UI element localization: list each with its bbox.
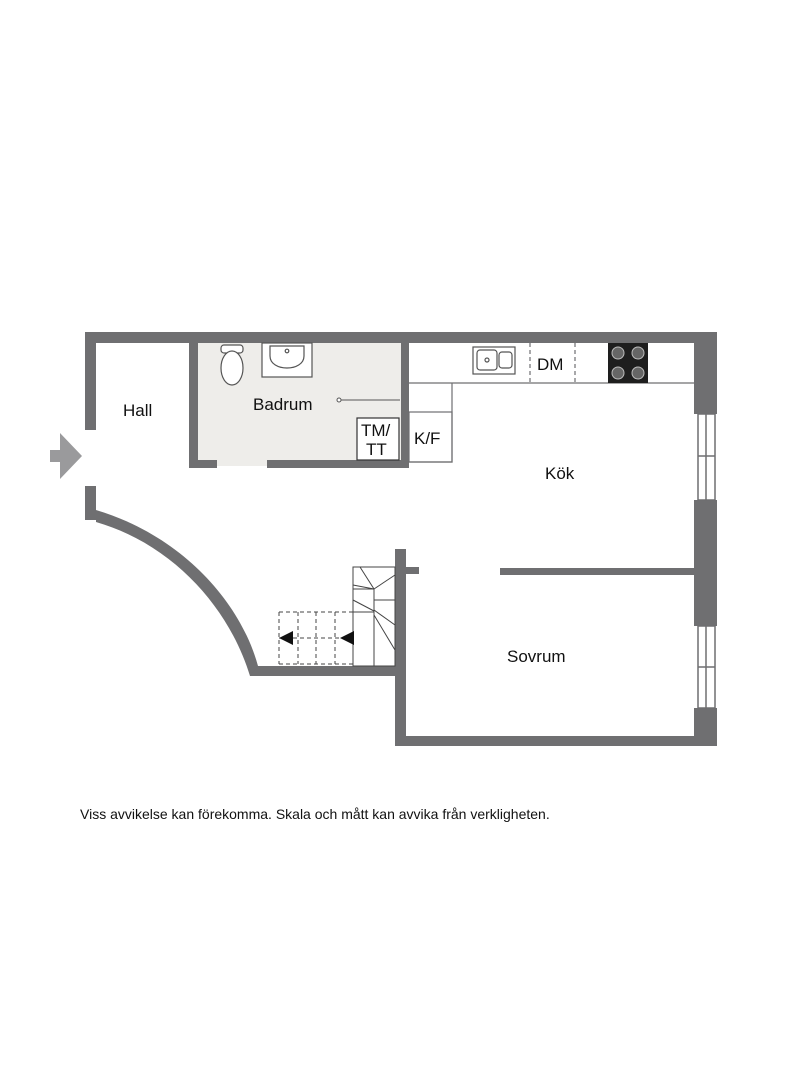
room-label-badrum: Badrum	[253, 395, 313, 414]
curved-wall	[96, 510, 258, 676]
windows	[697, 413, 716, 709]
fridge-freezer-label: K/F	[414, 429, 440, 448]
room-label-sovrum: Sovrum	[507, 647, 566, 666]
stair-direction-arrow-icon	[340, 631, 354, 645]
toilet-icon	[220, 344, 244, 386]
entrance-arrow-icon	[50, 433, 82, 479]
washer-dryer-label-2: TT	[366, 440, 387, 459]
room-label-kok: Kök	[545, 464, 575, 483]
dishwasher-label: DM	[537, 355, 563, 374]
washer-dryer-label: TM/	[361, 421, 391, 440]
washbasin-icon	[261, 342, 313, 378]
stairs	[278, 566, 396, 667]
disclaimer-text: Viss avvikelse kan förekomma. Skala och …	[80, 806, 550, 822]
washer-dryer-box	[356, 417, 400, 461]
room-label-hall: Hall	[123, 401, 152, 420]
stair-direction-arrow-icon	[279, 631, 293, 645]
walls	[85, 332, 717, 746]
kitchen-sink-icon	[472, 346, 516, 375]
shower-rail	[336, 397, 400, 403]
stove-icon	[608, 343, 648, 383]
